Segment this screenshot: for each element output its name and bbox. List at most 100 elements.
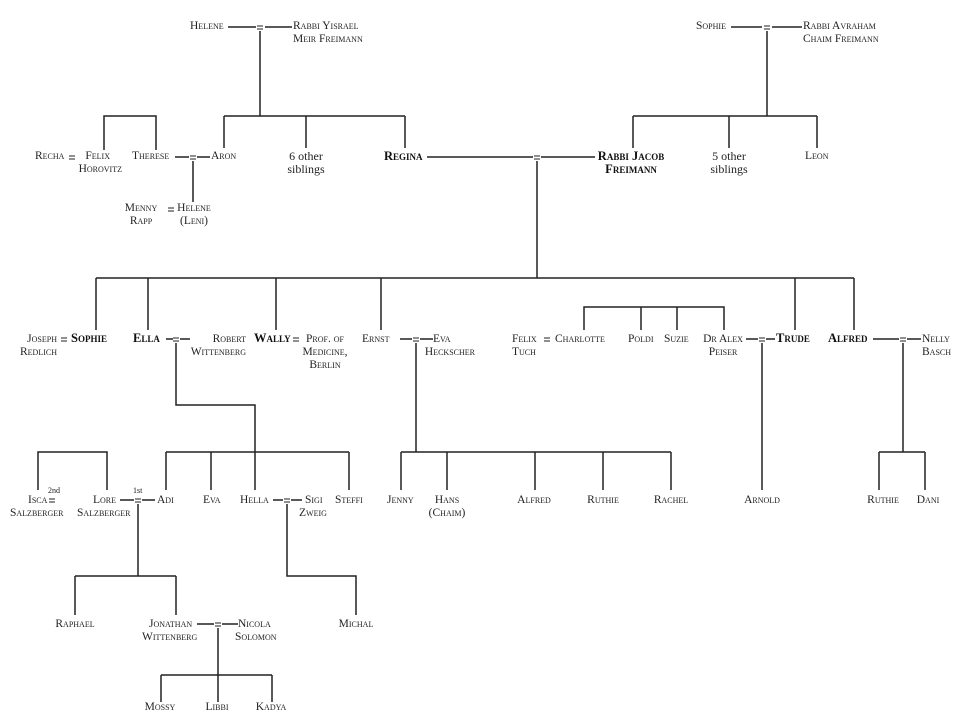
person-poldi: Poldi xyxy=(628,333,654,346)
name: Dr Alex xyxy=(703,333,743,345)
marriage-line xyxy=(223,26,406,148)
person-sophie-top: Sophie xyxy=(696,20,726,33)
person-jenny: Jenny xyxy=(387,494,414,507)
name: siblings xyxy=(287,162,325,176)
name: 6 other xyxy=(289,149,323,163)
marriage-line xyxy=(74,499,177,615)
name: Tuch xyxy=(512,346,536,358)
note: 1st xyxy=(133,486,143,495)
person-raphael: Raphael xyxy=(55,618,94,631)
name: Wally xyxy=(254,331,291,345)
name: Michal xyxy=(338,618,374,630)
name: Eva xyxy=(433,333,451,345)
person-aron: Aron xyxy=(211,150,236,163)
person-ruthie-ernst-child: Ruthie xyxy=(587,494,619,507)
person-wally: Wally xyxy=(254,332,291,345)
person-rachel: Rachel xyxy=(654,494,688,507)
name: Steffi xyxy=(335,494,363,506)
person-ella: Ella xyxy=(133,332,160,345)
name: Jenny xyxy=(387,494,414,506)
name: Isca xyxy=(28,494,48,506)
name: Berlin xyxy=(309,359,341,371)
person-adi: Adi xyxy=(157,494,174,507)
name: Kadya xyxy=(255,701,287,713)
person-hella: Hella xyxy=(240,494,269,507)
person-ernst: Ernst xyxy=(362,333,389,346)
person-charlotte: Charlotte xyxy=(555,333,605,346)
person-therese: Therese xyxy=(132,150,169,163)
name: Felix xyxy=(512,333,537,345)
name: Mossy xyxy=(144,701,176,713)
marriage-line xyxy=(273,499,357,615)
person-alfred: Alfred xyxy=(828,332,868,345)
marriage-note-1st: 1st xyxy=(133,484,142,497)
name: Lore xyxy=(93,494,117,506)
name: Rabbi Yisrael xyxy=(293,20,359,32)
marriage-line xyxy=(632,26,818,148)
name: Sigi xyxy=(305,494,323,506)
person-arnold: Arnold xyxy=(744,494,780,507)
name: Suzie xyxy=(664,333,689,345)
person-steffi: Steffi xyxy=(335,494,363,507)
name: Dani xyxy=(916,494,940,506)
name: (Chaim) xyxy=(428,507,466,519)
marriage-line xyxy=(160,623,273,702)
name: Rabbi Avraham xyxy=(803,20,876,32)
marriage-line xyxy=(873,338,926,490)
person-alfred-ernst-child: Alfred xyxy=(517,494,551,507)
name: Leon xyxy=(805,150,829,162)
name: Arnold xyxy=(744,494,780,506)
marriage-line xyxy=(165,338,350,490)
name: Helene xyxy=(190,20,224,32)
note: 2nd xyxy=(48,486,60,495)
name: Nelly xyxy=(922,333,950,345)
name: Horovitz xyxy=(78,163,122,175)
children-bar xyxy=(95,277,855,330)
person-helene: Helene xyxy=(190,20,224,33)
name: Sophie xyxy=(71,331,107,345)
name: Rabbi Jacob xyxy=(597,149,665,163)
person-trude: Trude xyxy=(776,332,810,345)
name: Solomon xyxy=(235,631,277,643)
name: Rachel xyxy=(653,494,689,506)
name: Charlotte xyxy=(555,333,605,345)
person-ruthie-alfred-child: Ruthie xyxy=(867,494,899,507)
name: Hella xyxy=(240,494,269,506)
name: Redlich xyxy=(20,346,57,358)
marriage-note-2nd: 2nd xyxy=(48,484,60,497)
name: Alfred xyxy=(828,331,868,345)
name: Medicine, xyxy=(302,346,348,358)
name: Trude xyxy=(776,331,810,345)
name: Ernst xyxy=(362,333,390,345)
name: Nicola xyxy=(238,618,271,630)
name: Felix xyxy=(85,150,110,162)
name: Ruthie xyxy=(587,494,619,506)
person-helene-leni: Helene(Leni) xyxy=(177,202,211,228)
name: Libbi xyxy=(205,701,229,713)
name: Aron xyxy=(211,150,237,162)
person-eva: Eva xyxy=(203,494,221,507)
name: Chaim Freimann xyxy=(803,33,879,45)
marriage-line xyxy=(427,156,595,278)
person-regina: Regina xyxy=(384,150,423,163)
name: Peiser xyxy=(708,346,738,358)
person-libbi: Libbi xyxy=(205,701,228,714)
marriage-symbols xyxy=(49,25,906,627)
name: Wittenberg xyxy=(190,346,246,358)
name: Ella xyxy=(133,331,160,345)
name: siblings xyxy=(710,162,748,176)
name: Eva xyxy=(203,494,221,506)
